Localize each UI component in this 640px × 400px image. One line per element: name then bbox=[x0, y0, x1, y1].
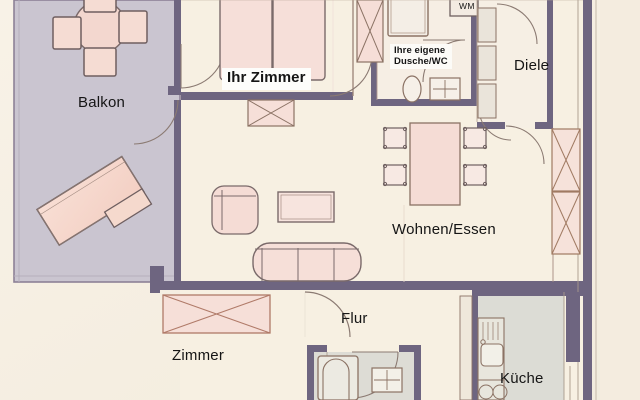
wall-lower-bath-left bbox=[307, 345, 314, 400]
kitchen-tall-cupboard bbox=[566, 292, 580, 362]
chair-dot-3 bbox=[382, 144, 388, 150]
dining-chair-l1 bbox=[383, 127, 407, 149]
tall-cabinet-lower bbox=[551, 191, 581, 255]
door-arc-flur bbox=[304, 291, 351, 338]
bed-left bbox=[219, 0, 273, 81]
wall-lower-bath-top-left bbox=[307, 345, 327, 352]
chair-dot-5 bbox=[462, 126, 468, 132]
bed-zimmer bbox=[162, 294, 271, 334]
bathtub-lower-bath bbox=[317, 355, 359, 400]
sofa-living bbox=[252, 242, 362, 282]
chair-dot-9 bbox=[462, 163, 468, 169]
balcony-chair-right bbox=[118, 10, 148, 44]
coffee-table-inner bbox=[280, 194, 332, 220]
wall-private-bath-bottom bbox=[371, 99, 477, 106]
wall-private-bath-right bbox=[471, 0, 477, 106]
balcony-chair-left bbox=[52, 16, 82, 50]
wall-living-flur-divider bbox=[150, 281, 583, 290]
wall-lower-bath-top-right bbox=[399, 345, 421, 352]
wall-nub-balcony-door bbox=[168, 86, 181, 95]
wall-zimmer-left-stub bbox=[150, 281, 160, 293]
washing-machine-box bbox=[449, 0, 479, 17]
door-arc-diele-top bbox=[496, 3, 538, 45]
shower-tray bbox=[387, 0, 429, 37]
chair-dot-16 bbox=[402, 181, 408, 187]
dining-chair-l2 bbox=[383, 164, 407, 186]
wardrobe-diele-3 bbox=[477, 83, 497, 119]
wardrobe-bedroom bbox=[356, 0, 384, 63]
wall-diele-bottom-left bbox=[477, 122, 505, 129]
shower-tray-inner bbox=[390, 0, 426, 34]
chair-dot-4 bbox=[402, 144, 408, 150]
chair-dot-2 bbox=[402, 126, 408, 132]
toilet-private-bath bbox=[429, 77, 461, 101]
kitchen-tap bbox=[480, 339, 486, 345]
bed-right bbox=[272, 0, 326, 81]
dining-chair-r1 bbox=[463, 127, 487, 149]
balcony-sun-lounger bbox=[35, 155, 153, 247]
chair-dot-8 bbox=[482, 144, 488, 150]
chair-dot-7 bbox=[462, 144, 468, 150]
chair-dot-1 bbox=[382, 126, 388, 132]
door-arc-balcony-lower bbox=[133, 99, 179, 145]
wall-kitchen-top bbox=[472, 290, 584, 296]
wall-lower-bath-right bbox=[414, 345, 421, 400]
wall-kitchen-left bbox=[472, 292, 478, 400]
kitchen-sink bbox=[480, 343, 504, 367]
wall-diele-living-divider bbox=[547, 0, 553, 128]
wall-vertical-balcony-bedroom-top bbox=[174, 0, 181, 92]
wall-stub-flur-left bbox=[298, 281, 305, 289]
balcony-chair-top bbox=[83, 0, 117, 13]
dresser-bedroom-south bbox=[247, 99, 295, 127]
chair-dot-15 bbox=[382, 181, 388, 187]
coffee-table-living bbox=[277, 191, 335, 223]
wardrobe-diele-1 bbox=[477, 7, 497, 43]
wall-diele-bottom-right bbox=[535, 122, 553, 129]
balcony-chair-bottom bbox=[83, 47, 117, 77]
chair-dot-10 bbox=[482, 163, 488, 169]
chair-dot-13 bbox=[382, 163, 388, 169]
toilet-lower-bath bbox=[371, 367, 403, 393]
door-arc-diele-bottom bbox=[505, 125, 545, 165]
bathroom-sink bbox=[402, 75, 422, 103]
dining-table bbox=[409, 122, 461, 206]
flur-cabinet-column bbox=[459, 295, 473, 400]
wall-outer-right bbox=[583, 0, 592, 400]
wall-vertical-balcony-bedroom-bottom bbox=[174, 100, 181, 282]
chair-dot-14 bbox=[402, 163, 408, 169]
kitchen-burner-2 bbox=[492, 384, 508, 400]
wardrobe-diele-2 bbox=[477, 45, 497, 81]
armchair-living bbox=[211, 185, 259, 235]
wall-horizontal-bedroom-south bbox=[181, 92, 353, 100]
chair-dot-6 bbox=[482, 126, 488, 132]
dining-chair-r2 bbox=[463, 164, 487, 186]
outside-right-strip bbox=[600, 0, 640, 400]
tall-cabinet-upper bbox=[551, 128, 581, 192]
chair-dot-12 bbox=[482, 181, 488, 187]
chair-dot-11 bbox=[462, 181, 468, 187]
